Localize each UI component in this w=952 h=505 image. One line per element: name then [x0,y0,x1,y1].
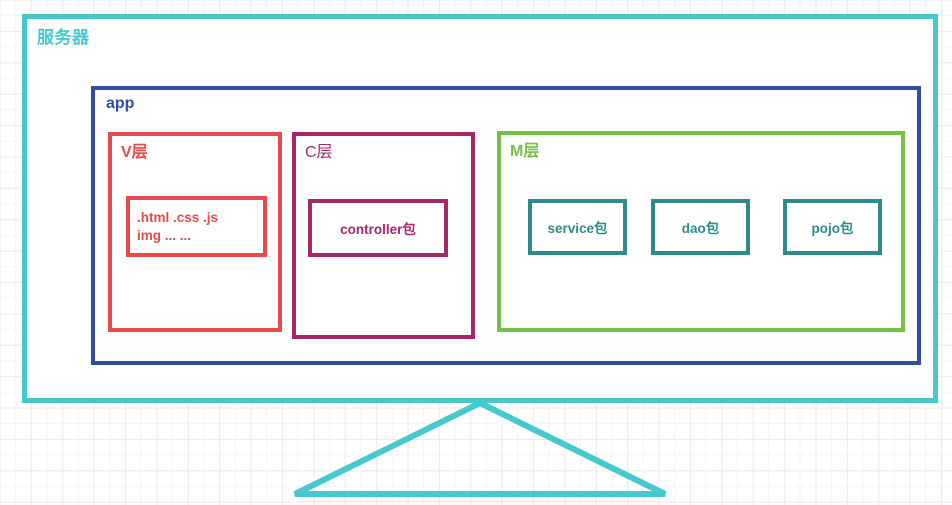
v-layer-assets-box: .html .css .js img ... ... [126,196,267,257]
c-layer-title: C层 [305,144,333,161]
pojo-package-label: pojo包 [811,221,854,236]
pojo-package-box: pojo包 [783,199,882,255]
v-layer-assets-line-1: .html .css .js [137,209,219,225]
service-package-box: service包 [528,199,627,255]
dao-package-box: dao包 [651,199,750,255]
monitor-stand-icon [293,399,667,497]
dao-package-label: dao包 [681,221,720,236]
controller-package-box: controller包 [308,199,448,257]
server-container: 服务器 app V层 .html .css .js img ... ... C层… [22,14,938,403]
m-layer-title: M层 [510,143,540,160]
controller-package-label: controller包 [340,222,416,237]
server-title: 服务器 [37,28,90,47]
app-title: app [106,95,135,112]
v-layer-title: V层 [121,144,148,161]
service-package-label: service包 [547,221,608,236]
v-layer-assets-line-2: img ... ... [137,227,192,243]
